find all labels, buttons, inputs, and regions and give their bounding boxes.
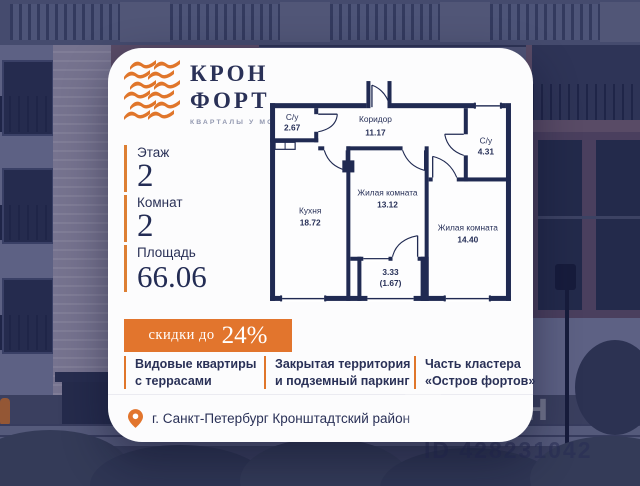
logo-waves-icon (124, 60, 180, 120)
balcony-area-note: (1.67) (380, 278, 402, 288)
logo-title-line2: ФОРТ (190, 88, 270, 113)
floorplan-floor (270, 103, 511, 301)
feature-line: Часть кластера (425, 357, 521, 371)
cornice-panel (600, 2, 640, 42)
feature-parking: Закрытая территория и подземный паркинг (264, 356, 425, 389)
watermark-brand: циан (404, 385, 550, 430)
balcony-railing (0, 96, 52, 132)
room-name-living1: Жилая комната (357, 188, 418, 198)
cornice-panel (440, 2, 490, 42)
brick-pillar (53, 45, 111, 395)
floorplan: С/у 2.67 Коридор 11.17 С/у 4.31 Кухня 18… (270, 81, 511, 302)
room-name-living2: Жилая комната (438, 223, 499, 233)
room-area-living2: 14.40 (457, 235, 478, 245)
room-area-corridor: 11.17 (365, 127, 386, 137)
promo-card: КРОН ФОРТ КВАРТАЛЫ У МОРЯ (108, 48, 535, 442)
building-window (596, 140, 640, 310)
room-name-bathroom2: С/у (480, 135, 493, 145)
feature-cluster: Часть кластера «Остров фортов» (414, 356, 537, 389)
balcony-railing (0, 205, 52, 240)
pedestrian (0, 398, 10, 426)
cornice-railing (490, 4, 600, 40)
map-pin-icon (128, 408, 143, 428)
cian-logo-icon (404, 388, 442, 427)
street-lamp-head (555, 264, 576, 290)
feature-line: с террасами (135, 373, 212, 388)
stat-value: 2 (137, 208, 154, 244)
balcony-area: 3.33 (382, 267, 399, 277)
window-mullion (538, 216, 640, 219)
room-area-bathroom2: 4.31 (478, 146, 495, 156)
balcony-railing (0, 315, 52, 350)
balcony-railing (532, 84, 640, 120)
entrance-alcove (366, 81, 392, 106)
cornice-railing (170, 4, 280, 40)
stats-column: Этаж 2 Комнат 2 Площадь 66.06 (124, 145, 254, 295)
stat-value: 2 (137, 158, 154, 194)
building-cornice (0, 0, 640, 47)
stat-label: Комнат (137, 195, 183, 210)
logo-tagline: КВАРТАЛЫ У МОРЯ (190, 119, 288, 126)
feature-line: «Остров фортов» (425, 373, 536, 388)
cornice-railing (10, 4, 120, 40)
logo-title-line1: КРОН (190, 61, 269, 86)
street-lamp-pole (565, 272, 569, 462)
room-area-bathroom1: 2.67 (284, 122, 301, 132)
tree (575, 340, 640, 435)
stat-label: Этаж (137, 145, 170, 160)
cornice-panel (280, 2, 330, 42)
feature-terraces: Видовые квартиры с террасами (124, 356, 267, 389)
feature-line: и подземный паркинг (275, 373, 410, 388)
stat-label: Площадь (137, 245, 196, 260)
divider (108, 394, 533, 395)
developer-logo: КРОН ФОРТ КВАРТАЛЫ У МОРЯ (124, 60, 288, 126)
stat-value: 66.06 (137, 259, 207, 294)
room-name-corridor: Коридор (359, 114, 392, 124)
watermark-brand-text: циан (450, 385, 550, 429)
location-row: г. Санкт-Петербург Кронштадтский район (128, 403, 410, 433)
cornice-panel (120, 2, 170, 42)
discount-badge: скидки до 24% (124, 319, 292, 352)
stat-area: Площадь 66.06 (124, 245, 254, 294)
feature-line: Закрытая территория (275, 357, 411, 371)
discount-value: 24% (221, 321, 268, 349)
location-text: г. Санкт-Петербург Кронштадтский район (152, 410, 411, 426)
room-name-kitchen: Кухня (299, 206, 321, 216)
feature-line: Видовые квартиры (135, 357, 257, 371)
room-area-kitchen: 18.72 (300, 218, 321, 228)
room-area-living1: 13.12 (377, 200, 398, 210)
cornice-railing (330, 4, 440, 40)
room-name-bathroom1: С/у (286, 112, 299, 122)
discount-prefix: скидки до (148, 327, 215, 343)
stat-rooms: Комнат 2 (124, 195, 254, 244)
stat-floor: Этаж 2 (124, 145, 254, 194)
